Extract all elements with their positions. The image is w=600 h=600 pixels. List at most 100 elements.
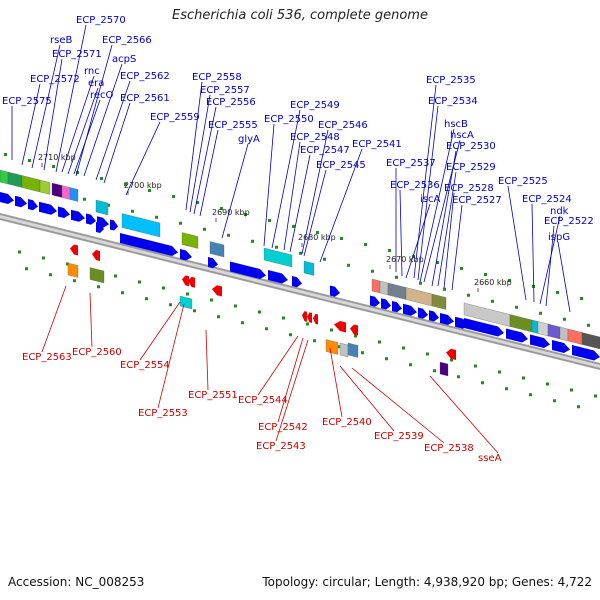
dot-mark <box>124 183 127 186</box>
label-leaders <box>11 24 571 454</box>
tick-label: 2690 kbp <box>212 208 250 217</box>
dot-mark <box>217 315 220 319</box>
dot-mark <box>114 274 117 278</box>
feature-block <box>347 342 359 358</box>
feature-block <box>325 339 339 355</box>
leader-line <box>83 63 123 177</box>
gene-label-acps: acpS <box>112 54 136 65</box>
dot-mark <box>210 298 213 302</box>
gene-label-ecp-2562: ECP_2562 <box>120 71 170 82</box>
leader-line <box>125 121 161 196</box>
reverse-gene-arrow <box>70 244 78 256</box>
feature-block <box>21 175 41 193</box>
dot-mark <box>265 327 268 331</box>
leader-line <box>451 204 463 291</box>
dot-mark <box>244 213 247 216</box>
dot-mark <box>234 304 237 308</box>
feature-block <box>89 267 105 284</box>
gene-label-ecp-2524: ECP_2524 <box>522 194 572 205</box>
leader-line <box>319 148 363 263</box>
gene-label-ecp-2554: ECP_2554 <box>120 360 170 371</box>
dot-mark <box>556 291 559 294</box>
gene-label-ecp-2530: ECP_2530 <box>446 141 496 152</box>
dot-mark <box>42 256 45 260</box>
feature-block <box>51 182 63 198</box>
dot-mark <box>522 376 525 380</box>
dot-mark <box>474 364 477 368</box>
gene-arrows <box>0 192 600 361</box>
dot-mark <box>587 323 590 327</box>
leader-line <box>283 141 301 251</box>
leader-line <box>339 365 395 432</box>
leader-line <box>185 81 203 211</box>
dot-mark <box>138 280 141 284</box>
gene-label-ecp-2525: ECP_2525 <box>498 176 548 187</box>
leader-line <box>271 109 301 249</box>
gene-label-ecp-2540: ECP_2540 <box>322 417 372 428</box>
dot-mark <box>313 339 316 343</box>
dot-mark <box>484 273 487 276</box>
dot-mark <box>186 292 189 296</box>
leader-line <box>545 225 555 307</box>
dot-mark <box>419 281 422 285</box>
feature-block <box>405 287 433 307</box>
gene-label-ecp-2544: ECP_2544 <box>238 395 288 406</box>
dot-mark <box>337 345 340 349</box>
leader-line <box>413 84 437 279</box>
leader-line <box>193 106 217 215</box>
dot-mark <box>196 201 199 204</box>
gene-label-ecp-2541: ECP_2541 <box>352 139 402 150</box>
tick-label: 2710 kbp <box>38 153 76 162</box>
forward-gene-arrow <box>572 345 600 361</box>
reverse-gene-arrow <box>212 285 222 297</box>
dot-mark <box>306 322 309 326</box>
leader-line <box>275 339 309 442</box>
forward-gene-arrow <box>96 222 104 233</box>
dot-mark <box>73 279 76 283</box>
feature-block <box>39 179 51 195</box>
forward-gene-arrow <box>506 328 528 343</box>
gene-label-ecp-2549: ECP_2549 <box>290 100 340 111</box>
dot-mark <box>505 387 508 391</box>
dot-mark <box>162 286 165 290</box>
dot-mark <box>148 189 151 192</box>
leader-line <box>431 150 457 287</box>
gene-label-rnc: rnc <box>84 66 100 77</box>
gene-label-glya: glyA <box>238 134 260 145</box>
gene-label-ecp-2560: ECP_2560 <box>72 347 122 358</box>
forward-gene-arrow <box>440 313 454 325</box>
dot-mark <box>412 255 415 258</box>
reverse-gene-arrow <box>334 321 346 333</box>
leader-line <box>31 44 61 169</box>
reverse-gene-arrow <box>313 313 318 325</box>
leader-line <box>89 292 93 348</box>
dot-mark <box>385 357 388 361</box>
dot-mark <box>227 233 230 237</box>
dot-mark <box>433 369 436 373</box>
forward-gene-arrow <box>39 201 57 215</box>
leader-line <box>103 102 131 184</box>
dot-mark <box>570 388 573 392</box>
forward-gene-arrow <box>0 192 14 204</box>
leader-line <box>329 347 343 418</box>
dot-mark <box>563 317 566 321</box>
gene-label-ssea: sseA <box>478 453 502 464</box>
leader-line <box>257 335 299 396</box>
dot-mark <box>371 269 374 273</box>
forward-gene-arrow <box>381 298 391 310</box>
dot-mark <box>220 207 223 210</box>
dot-mark <box>553 399 556 403</box>
gene-label-ecp-2556: ECP_2556 <box>206 97 256 108</box>
tick-label: 2700 kbp <box>124 181 162 190</box>
leader-line <box>41 285 67 353</box>
dot-mark <box>169 303 172 307</box>
forward-gene-arrow <box>552 340 570 353</box>
leader-line <box>139 301 181 361</box>
leader-line <box>351 367 445 444</box>
leader-line <box>557 241 571 313</box>
gene-label-ecp-2542: ECP_2542 <box>258 422 308 433</box>
gene-label-ecp-2553: ECP_2553 <box>138 408 188 419</box>
gene-label-ecp-2559: ECP_2559 <box>150 112 200 123</box>
